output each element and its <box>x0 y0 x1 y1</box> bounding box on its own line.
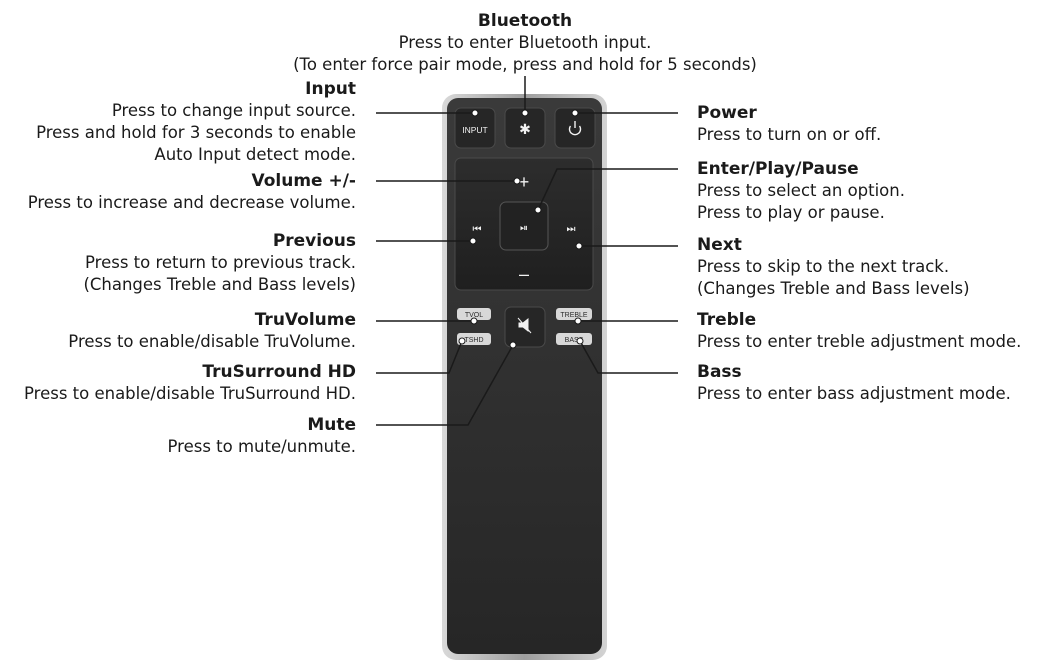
callout-trusurround: TruSurround HD Press to enable/disable T… <box>24 361 356 405</box>
bass-button[interactable]: BASS <box>556 333 592 345</box>
input-button[interactable]: INPUT <box>454 107 496 149</box>
callout-line: Press to enter treble adjustment mode. <box>697 332 1022 351</box>
callout-treble: Treble Press to enter treble adjustment … <box>697 309 1021 353</box>
mute-button[interactable] <box>504 306 546 348</box>
mute-icon <box>517 317 532 334</box>
callout-line: Press to enter Bluetooth input. <box>398 33 652 52</box>
callout-line: (To enter force pair mode, press and hol… <box>293 55 757 74</box>
leader-lines <box>376 76 678 426</box>
power-button[interactable] <box>554 107 596 149</box>
callout-line: Press to skip to the next track. <box>697 257 950 276</box>
bluetooth-icon: ✱ <box>519 121 531 137</box>
callout-bluetooth: Bluetooth Press to enter Bluetooth input… <box>275 10 775 76</box>
leader-dots <box>458 109 584 349</box>
volume-down-icon[interactable]: – <box>519 264 529 284</box>
callout-line: Press to mute/unmute. <box>167 437 356 456</box>
callout-line: Auto Input detect mode. <box>154 145 356 164</box>
callout-line: Press to return to previous track. <box>84 253 356 272</box>
callout-truvolume: TruVolume Press to enable/disable TruVol… <box>68 309 356 353</box>
callout-title: Power <box>697 103 757 123</box>
callout-line: Press to select an option. <box>697 181 905 200</box>
callout-input: Input Press to change input source. Pres… <box>36 78 356 166</box>
callout-title: Next <box>697 235 742 255</box>
svg-text:TSHD: TSHD <box>464 337 483 344</box>
callout-title: TruVolume <box>254 310 356 330</box>
svg-text:TVOL: TVOL <box>465 312 483 319</box>
callout-line: Press to turn on or off. <box>697 125 882 144</box>
callout-line: Press to increase and decrease volume. <box>27 193 356 212</box>
volume-up-icon[interactable]: + <box>519 172 530 192</box>
callout-title: Bluetooth <box>477 11 573 31</box>
callout-line: (Changes Treble and Bass levels) <box>697 279 970 298</box>
callout-line: (Changes Treble and Bass levels) <box>83 275 356 294</box>
previous-icon[interactable]: ⏮ <box>473 224 482 235</box>
svg-text:INPUT: INPUT <box>462 125 488 135</box>
play-pause-icon: ⏯ <box>520 223 528 234</box>
callout-title: Mute <box>307 415 356 435</box>
callout-title: Previous <box>272 231 356 251</box>
callout-title: Input <box>305 79 356 99</box>
callout-line: Press to enable/disable TruVolume. <box>68 332 356 351</box>
power-icon <box>568 121 582 136</box>
callout-line: Press to enter bass adjustment mode. <box>697 384 1011 403</box>
dpad: ⏯ + – ⏮ ⏭ <box>454 157 594 291</box>
tvol-button[interactable]: TVOL <box>457 308 491 320</box>
callout-line: Press to change input source. <box>111 101 356 120</box>
callout-power: Power Press to turn on or off. <box>697 102 881 146</box>
callout-volume: Volume +/- Press to increase and decreas… <box>28 170 356 214</box>
callout-mute: Mute Press to mute/unmute. <box>167 414 356 458</box>
callout-title: Volume +/- <box>251 171 356 191</box>
callout-title: Treble <box>697 310 757 330</box>
svg-text:TREBLE: TREBLE <box>560 312 588 319</box>
callout-line: Press and hold for 3 seconds to enable <box>36 123 356 142</box>
next-icon[interactable]: ⏭ <box>567 224 576 235</box>
callout-line: Press to enable/disable TruSurround HD. <box>23 384 356 403</box>
callout-title: Enter/Play/Pause <box>697 159 859 179</box>
callout-previous: Previous Press to return to previous tra… <box>83 230 356 296</box>
play-pause-button[interactable] <box>499 201 549 251</box>
callout-enter: Enter/Play/Pause Press to select an opti… <box>697 158 905 224</box>
treble-button[interactable]: TREBLE <box>556 308 592 320</box>
callout-title: Bass <box>697 362 742 382</box>
callout-bass: Bass Press to enter bass adjustment mode… <box>697 361 1011 405</box>
callout-title: TruSurround HD <box>202 362 356 382</box>
tshd-button[interactable]: TSHD <box>457 333 491 345</box>
svg-text:BASS: BASS <box>565 337 584 344</box>
callout-next: Next Press to skip to the next track. (C… <box>697 234 970 300</box>
callout-line: Press to play or pause. <box>697 203 885 222</box>
